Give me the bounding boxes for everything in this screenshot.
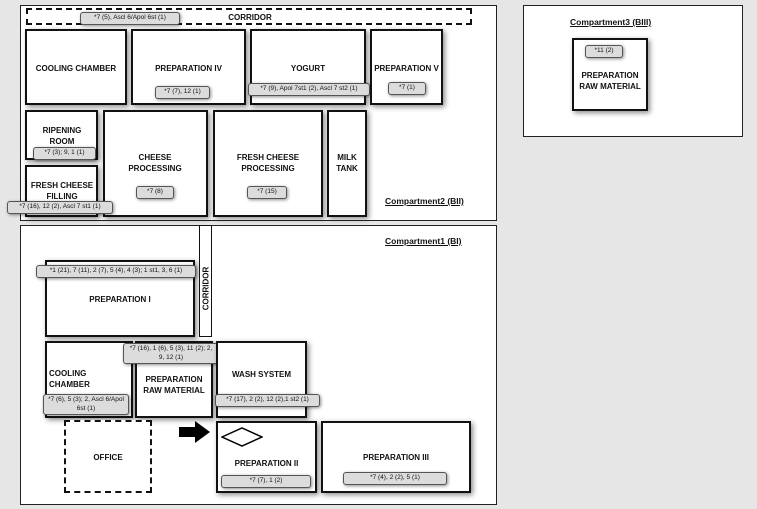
preparation-i-label: PREPARATION I xyxy=(89,295,151,304)
cheese-processing-tag: *7 (8) xyxy=(136,186,174,199)
milk-tank xyxy=(327,110,367,217)
fresh-cheese-filling-tag: *7 (16), 12 (2), Ascl 7 st1 (1) xyxy=(7,201,113,214)
ripening-room-label: RIPENING ROOM xyxy=(42,126,82,146)
ripening-room-tag: *7 (3); 9, 1 (1) xyxy=(33,147,96,160)
corridor-vertical xyxy=(199,225,212,337)
corridor-top-label: CORRIDOR xyxy=(228,13,272,22)
fresh-cheese-processing xyxy=(213,110,323,217)
cheese-processing-label: CHEESE PROCESSING xyxy=(128,153,182,173)
milk-tank-label: MILK TANK xyxy=(336,153,358,173)
preparation-ii-label: PREPARATION II xyxy=(234,459,299,468)
compartment-1-label: Compartment1 (BI) xyxy=(385,236,462,246)
arrow-right-icon xyxy=(179,421,210,443)
office-label: OFFICE xyxy=(93,453,123,462)
preparation-iii-label: PREPARATION III xyxy=(363,453,429,462)
diamond-icon xyxy=(221,427,263,447)
preparation-raw-material-c3-label: PREPARATION RAW MATERIAL xyxy=(579,71,641,91)
compartment-2-label: Compartment2 (BII) xyxy=(385,196,464,206)
fresh-cheese-filling-label: FRESH CHEESE FILLING xyxy=(30,181,94,201)
fresh-cheese-processing-label: FRESH CHEESE PROCESSING xyxy=(236,153,300,173)
preparation-iii-tag: *7 (4), 2 (2), 5 (1) xyxy=(343,472,447,485)
preparation-i-tag: *1 (21), 7 (11), 2 (7), 5 (4), 4 (3); 1 … xyxy=(36,265,196,278)
preparation-raw-material-c3-tag: *11 (2) xyxy=(585,45,623,58)
cooling-chamber-top-label: COOLING CHAMBER xyxy=(35,64,117,73)
office xyxy=(64,420,152,493)
preparation-raw-material-c1-label: PREPARATION RAW MATERIAL xyxy=(143,375,205,395)
preparation-v-label: PREPARATION V xyxy=(374,64,439,73)
yogurt-tag: *7 (9), Apol 7st1 (2), Ascl 7 st2 (1) xyxy=(248,83,370,96)
preparation-v-tag: *7 (1) xyxy=(388,82,426,95)
wash-system-tag: *7 (17), 2 (2), 12 (2),1 st2 (1) xyxy=(215,394,320,407)
corridor-top-tag: *7 (5), Ascl 6/Apol 6st (1) xyxy=(80,12,180,25)
preparation-ii-tag: *7 (7), 1 (2) xyxy=(221,475,311,488)
wash-system-label: WASH SYSTEM xyxy=(231,370,292,379)
yogurt-label: YOGURT xyxy=(290,64,326,73)
cooling-chamber-bottom-tag: *7 (6), 5 (3); 2, Ascl 6/Apol 6st (1) xyxy=(43,394,129,415)
cheese-processing xyxy=(103,110,208,217)
preparation-iv xyxy=(131,29,246,105)
compartment-3-label: Compartment3 (BIII) xyxy=(570,17,652,27)
cooling-chamber-top xyxy=(25,29,127,105)
preparation-iv-label: PREPARATION IV xyxy=(155,64,222,73)
preparation-raw-material-c1-tag: *7 (16), 1 (6), 5 (3), 11 (2); 2, 9, 12 … xyxy=(123,343,219,364)
cooling-chamber-bottom-label: COOLING CHAMBER xyxy=(49,369,90,389)
corridor-vertical-label: CORRIDOR xyxy=(201,266,211,311)
fresh-cheese-processing-tag: *7 (15) xyxy=(247,186,287,199)
preparation-iv-tag: *7 (7), 12 (1) xyxy=(155,86,210,99)
